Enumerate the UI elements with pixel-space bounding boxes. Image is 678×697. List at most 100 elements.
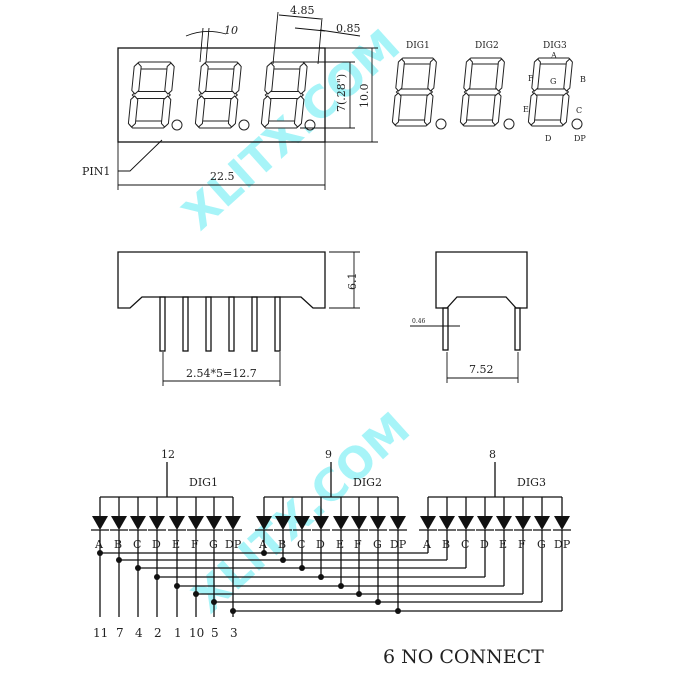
dig1-label: DIG1 [406,41,430,51]
pin-diameter-label: 0.46 [412,318,426,325]
pitch-dimension [162,352,281,386]
segment-label: A [422,538,432,551]
segment-pin-number: 10 [189,626,204,640]
segment-c [227,95,239,128]
segment-b [164,62,175,95]
segment-e [459,92,470,126]
segment-e [127,95,139,128]
led-diode-icon [188,516,204,530]
segment-c-label: C [576,106,582,115]
led-diode-icon [149,516,165,530]
watermark: XLITX.COM [173,20,410,240]
segment-map-digit [459,57,515,130]
end-pin-right [514,307,521,351]
led-diode-icon [206,516,222,530]
led-diode-icon [554,516,570,530]
segment-label: B [442,538,450,551]
display-digit [127,61,183,131]
led-diode-icon [439,516,455,530]
top-view: 10 4.85 0.85 7(.28") 10.0 22.5 PIN1 [82,4,378,190]
decimal-point [503,118,515,130]
segment-b [563,58,573,92]
end-view: 0.46 7.52 [410,251,528,383]
common-pin-number: 9 [325,448,332,461]
segment-pin-number: 1 [174,626,182,640]
segment-f-label: F [528,74,534,83]
decimal-point [304,119,316,131]
decimal-point [435,118,447,130]
segment-c [491,92,502,126]
display-body-outline [117,47,326,143]
segment-f [264,62,275,95]
led-diode-icon [111,516,127,530]
led-diode-icon [534,516,550,530]
segment-f [531,58,541,92]
segment-b-label: B [580,75,586,84]
led-diode-icon [458,516,474,530]
segment-label: B [278,538,286,551]
dig3-label: DIG3 [543,41,567,51]
segment-c [559,92,570,126]
side-view: 6.1 2.54*5=12.7 [117,251,360,386]
angle-label: 10 [224,24,238,37]
segment-f [131,62,142,95]
segment-f [463,58,473,92]
top-view-digits [127,61,316,131]
segment-map-digit [391,57,447,130]
pin [182,296,189,352]
segment-e [260,95,272,128]
decimal-point [571,118,583,130]
segment-label: F [518,538,526,551]
no-connect-note: 6 NO CONNECT [383,646,544,668]
segment-c [423,92,434,126]
digit-label: DIG1 [189,476,218,489]
row-spacing-label: 7.52 [469,363,494,376]
angle-dimension [185,27,227,63]
segment-f [198,62,209,95]
dig2-label: DIG2 [475,41,499,51]
segment-e [194,95,206,128]
led-diode-icon [370,516,386,530]
common-pin-number: 12 [161,448,175,461]
segment-g [531,88,570,96]
side-pins [159,296,281,352]
end-body-outline [435,251,528,309]
segment-pin-number: 3 [230,626,238,640]
segment-pin-number: 5 [211,626,219,640]
display-digit [194,61,250,131]
segment-dp-label: DP [574,134,586,143]
segment-c [160,95,172,128]
segment-g [264,91,305,99]
segment-c [293,95,305,128]
height-dimension [325,47,378,143]
pitch-label: 2.54*5=12.7 [186,367,257,380]
led-diode-icon [477,516,493,530]
segment-a-label: A [550,51,557,60]
segment-label: C [297,538,305,551]
led-diode-icon [515,516,531,530]
row-spacing-dimension [446,352,519,383]
pin [205,296,212,352]
segment-b [231,62,242,95]
segment-label: E [172,538,180,551]
led-diode-icon [313,516,329,530]
width-label: 22.5 [210,170,235,183]
segment-map: DIG1 DIG2 DIG3 A B C D E F G DP [391,41,586,143]
segment-g [198,91,239,99]
digit-height-dimension [300,61,355,129]
pin1-leader [118,139,163,172]
led-diode-icon [256,516,272,530]
side-height-dimension [329,251,360,309]
segment-width-dimension [294,27,361,37]
pin1-label: PIN1 [82,165,110,178]
pin [159,296,166,352]
decimal-point [238,119,250,131]
segment-label: A [94,538,104,551]
led-diode-icon [420,516,436,530]
width-dimension [117,142,326,190]
pin [274,296,281,352]
pin [251,296,258,352]
